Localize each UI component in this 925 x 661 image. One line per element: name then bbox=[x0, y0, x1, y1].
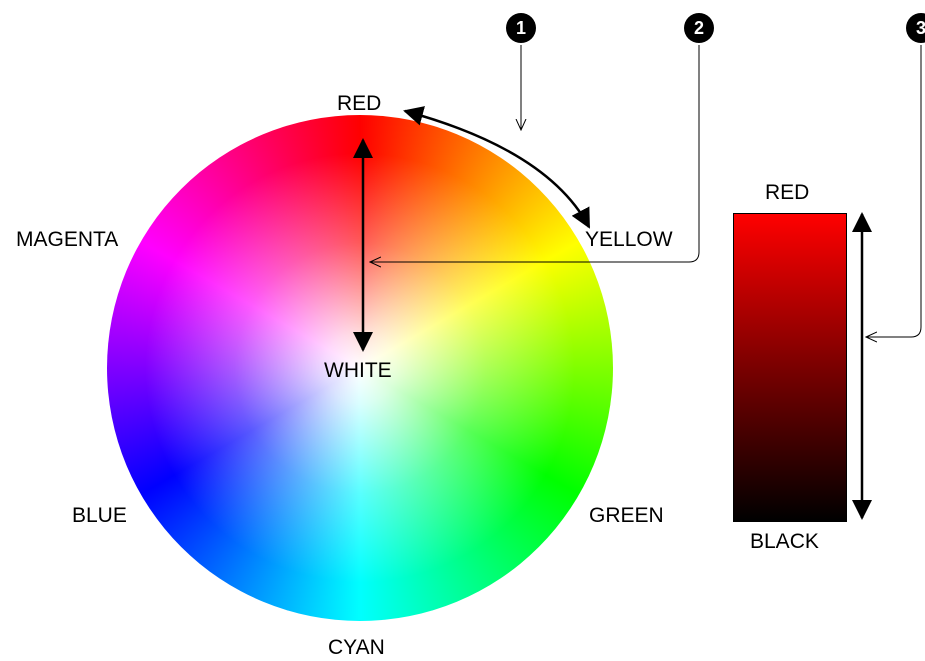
label-white: WHITE bbox=[324, 359, 392, 382]
bar-label-red: RED bbox=[765, 181, 810, 204]
label-cyan: CYAN bbox=[328, 636, 385, 659]
callout-2-leader bbox=[370, 45, 700, 262]
hue-arrow bbox=[403, 106, 591, 229]
label-green: GREEN bbox=[589, 504, 664, 527]
callout-3-badge: 3 bbox=[906, 13, 925, 43]
label-yellow: YELLOW bbox=[585, 228, 673, 251]
label-blue: BLUE bbox=[72, 504, 127, 527]
label-red: RED bbox=[337, 92, 382, 115]
callout-3-leader bbox=[866, 45, 922, 337]
brightness-bar bbox=[733, 213, 847, 522]
callout-1-badge: 1 bbox=[506, 13, 536, 43]
label-magenta: MAGENTA bbox=[16, 228, 119, 251]
bar-label-black: BLACK bbox=[750, 530, 819, 553]
callout-2-badge: 2 bbox=[684, 13, 714, 43]
